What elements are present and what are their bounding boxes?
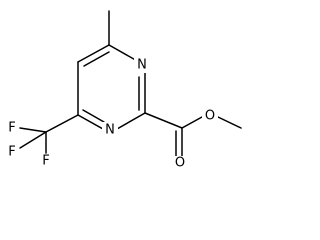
bond-c2-carbonyl — [144, 112, 183, 129]
atom-o-ether: O — [205, 109, 215, 124]
atom-n-bottom: N — [105, 123, 115, 138]
bond-cf3-f-middle — [19, 131, 47, 149]
bond-carbonyl-oether — [181, 116, 203, 129]
atom-f-left: F — [8, 121, 15, 136]
bond-n1-c6-inner — [82, 109, 105, 123]
atom-labels: N N O O F F F — [8, 57, 218, 172]
atom-f-middle: F — [8, 145, 15, 160]
bonds — [19, 10, 242, 159]
bond-c5-c4 — [77, 44, 110, 63]
atom-n-top: N — [137, 58, 147, 73]
bond-oether-methyl — [217, 116, 242, 129]
atom-o-carbonyl: O — [175, 156, 185, 171]
bond-c5-c4-inner — [83, 51, 110, 67]
atom-f-bottom: F — [42, 154, 49, 169]
bond-cf3-f-left — [19, 127, 47, 133]
bond-n1-c6 — [77, 114, 104, 130]
bond-c2-n1 — [116, 112, 146, 130]
chemical-structure: N N O O F F F — [8, 10, 242, 172]
bond-c6-cf3 — [45, 114, 79, 133]
